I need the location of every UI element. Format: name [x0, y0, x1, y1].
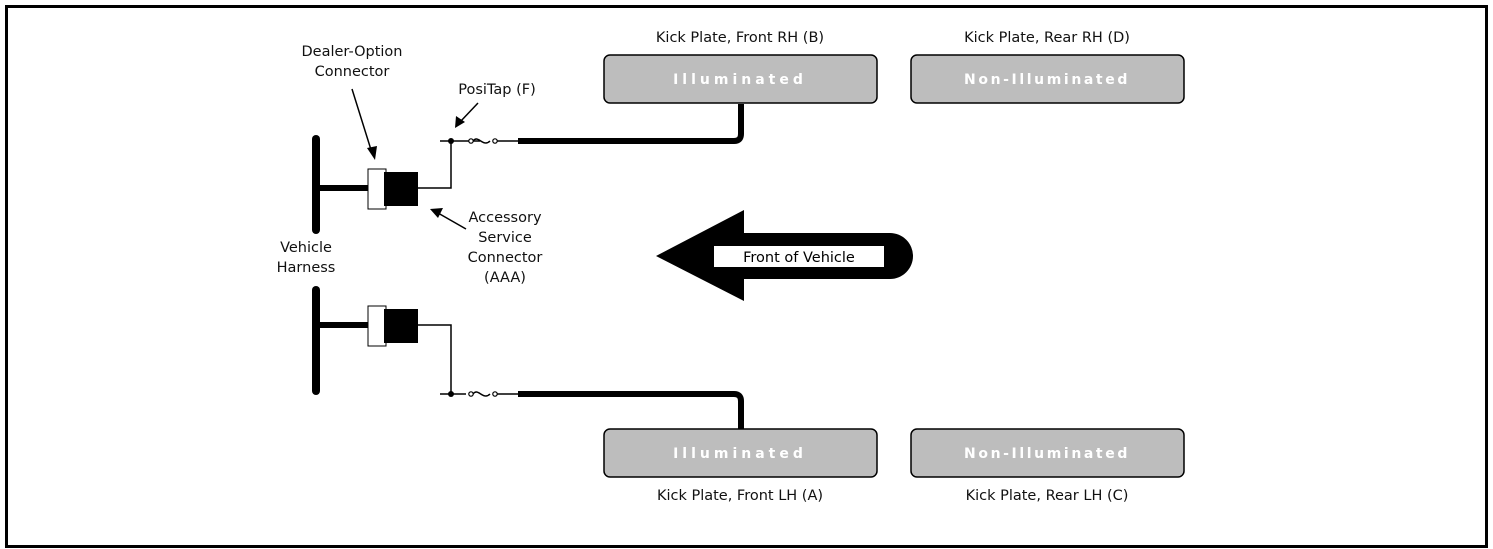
fuse-lower-left [468, 391, 474, 397]
fuse-upper-curve [472, 138, 491, 144]
label-dealer-option-2: Connector [315, 64, 390, 80]
wire-upper-thick [518, 104, 744, 144]
caption-front-rh: Kick Plate, Front RH (B) [656, 30, 824, 46]
caption-rear-lh: Kick Plate, Rear LH (C) [966, 488, 1129, 504]
plate-front-rh [603, 54, 878, 104]
accessory-pointer [437, 212, 467, 230]
label-accessory-4: (AAA) [484, 270, 526, 286]
label-vehicle-harness-1: Vehicle [280, 240, 332, 256]
positap-pointer [459, 102, 479, 123]
front-of-vehicle-label: Front of Vehicle [743, 250, 855, 266]
positap-pointer-head [455, 116, 465, 128]
caption-rear-rh: Kick Plate, Rear RH (D) [964, 30, 1130, 46]
fuse-upper-right [492, 138, 498, 144]
label-positap: PosiTap (F) [458, 82, 536, 98]
dealer-option-pointer-head [367, 146, 377, 160]
label-dealer-option-1: Dealer-Option [302, 44, 403, 60]
accessory-connector-lower [384, 309, 418, 343]
plate-rear-lh [910, 428, 1185, 478]
label-accessory-2: Service [478, 230, 532, 246]
plate-front-lh-text: Illuminated [673, 446, 807, 462]
caption-front-lh: Kick Plate, Front LH (A) [657, 488, 823, 504]
accessory-connector-upper [384, 172, 418, 206]
label-accessory-3: Connector [468, 250, 543, 266]
wire-upper-thin [418, 141, 452, 189]
fuse-upper-left [468, 138, 474, 144]
positap-upper-dot [448, 138, 454, 144]
plate-rear-rh [910, 54, 1185, 104]
accessory-pointer-head [430, 208, 443, 218]
plate-front-rh-text: Illuminated [673, 72, 807, 88]
plate-rear-rh-text: Non-Illuminated [964, 72, 1130, 88]
fuse-lower-right [492, 391, 498, 397]
label-accessory-1: Accessory [468, 210, 541, 226]
dealer-option-pointer [351, 88, 373, 154]
dealer-option-connector-lower [367, 305, 387, 347]
label-vehicle-harness-2: Harness [277, 260, 336, 276]
front-of-vehicle-label-box [714, 246, 884, 267]
dealer-option-connector-upper [367, 168, 387, 210]
fuse-lower-curve [472, 391, 491, 397]
diagram-frame [5, 5, 1488, 548]
positap-lower-dot [448, 391, 454, 397]
plate-rear-lh-text: Non-Illuminated [964, 446, 1130, 462]
plate-front-lh [603, 428, 878, 478]
wire-lower-thick [518, 391, 744, 430]
wire-lower-thin [418, 324, 452, 394]
